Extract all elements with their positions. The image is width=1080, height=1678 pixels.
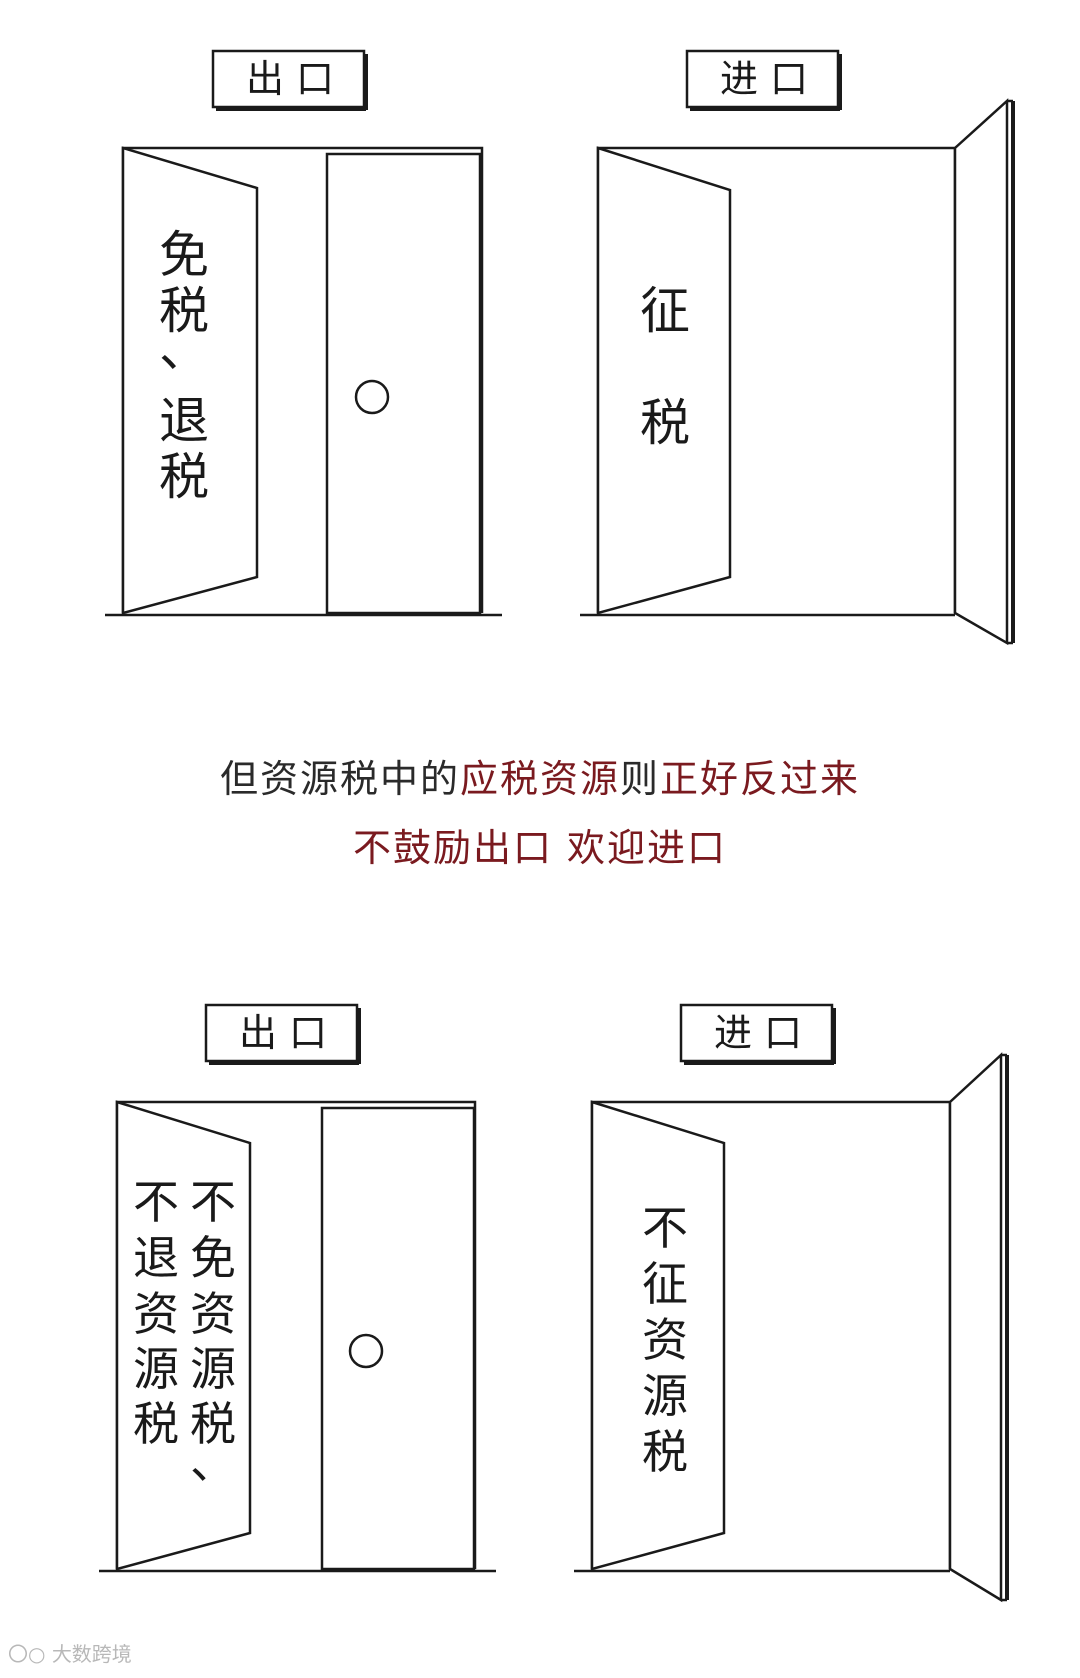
bottom-entry-scene <box>574 1005 1007 1600</box>
bottom-entry-char-3: 资 <box>642 1313 688 1367</box>
bottom-exit-sign-label: 出 口 <box>239 1011 327 1055</box>
top-exit-closed-door <box>327 154 480 613</box>
caption-part-1: 但资源税中的 <box>220 757 460 801</box>
caption-part-3: 则 <box>620 757 660 801</box>
bottom-entry-char-5: 税 <box>642 1425 688 1479</box>
bottom-exit-right-char-6: 、 <box>190 1435 236 1489</box>
bottom-exit-right-char-4: 源 <box>190 1342 236 1396</box>
bottom-exit-right-char-2: 免 <box>190 1231 236 1285</box>
top-exit-sign-label: 出 口 <box>246 57 334 101</box>
caption-line-2: 不鼓励出口 欢迎进口 <box>0 817 1080 872</box>
top-entry-sign-label: 进 口 <box>720 57 808 101</box>
top-exit-door-char-4: 退 <box>159 392 209 450</box>
caption-part-2: 应税资源 <box>460 757 620 801</box>
bottom-exit-right-char-3: 资 <box>190 1287 236 1341</box>
bottom-exit-left-char-4: 源 <box>133 1342 179 1396</box>
bottom-exit-left-char-2: 退 <box>133 1231 179 1285</box>
bottom-exit-left-char-1: 不 <box>133 1175 179 1229</box>
bottom-exit-left-char-3: 资 <box>133 1287 179 1341</box>
bottom-entry-char-4: 源 <box>642 1369 688 1423</box>
watermark-logo-icon: 〇○ <box>8 1642 45 1666</box>
top-exit-door-char-3: 、 <box>159 320 209 378</box>
bottom-entry-char-1: 不 <box>642 1201 688 1255</box>
top-entry-door-char-2: 税 <box>640 394 690 452</box>
top-entry-scene <box>580 51 1013 643</box>
top-exit-door-char-5: 税 <box>159 448 209 506</box>
caption-line-1: 但资源税中的应税资源则正好反过来 <box>0 748 1080 803</box>
top-exit-door-knob <box>356 381 388 413</box>
watermark: 〇○ 大数跨境 <box>8 1638 132 1667</box>
top-exit-door-char-1: 免 <box>159 226 209 284</box>
bottom-entry-swung-door <box>950 1055 1001 1600</box>
top-exit-door-text: 免 税 、 退 税 <box>159 226 209 506</box>
bottom-entry-char-2: 征 <box>642 1257 688 1311</box>
bottom-exit-door-knob <box>350 1335 382 1367</box>
bottom-entry-door-text: 不 征 资 源 税 <box>642 1201 688 1479</box>
bottom-exit-left-char-5: 税 <box>133 1397 179 1451</box>
top-exit-open-door <box>123 148 257 613</box>
bottom-entry-sign-label: 进 口 <box>714 1011 802 1055</box>
watermark-text: 大数跨境 <box>52 1642 132 1666</box>
bottom-exit-closed-door <box>322 1108 474 1569</box>
top-entry-open-door <box>598 148 730 613</box>
top-entry-swung-door <box>955 101 1007 643</box>
caption-part-4: 正好反过来 <box>660 757 860 801</box>
top-entry-door-char-1: 征 <box>640 282 690 340</box>
bottom-exit-right-char-1: 不 <box>190 1175 236 1229</box>
